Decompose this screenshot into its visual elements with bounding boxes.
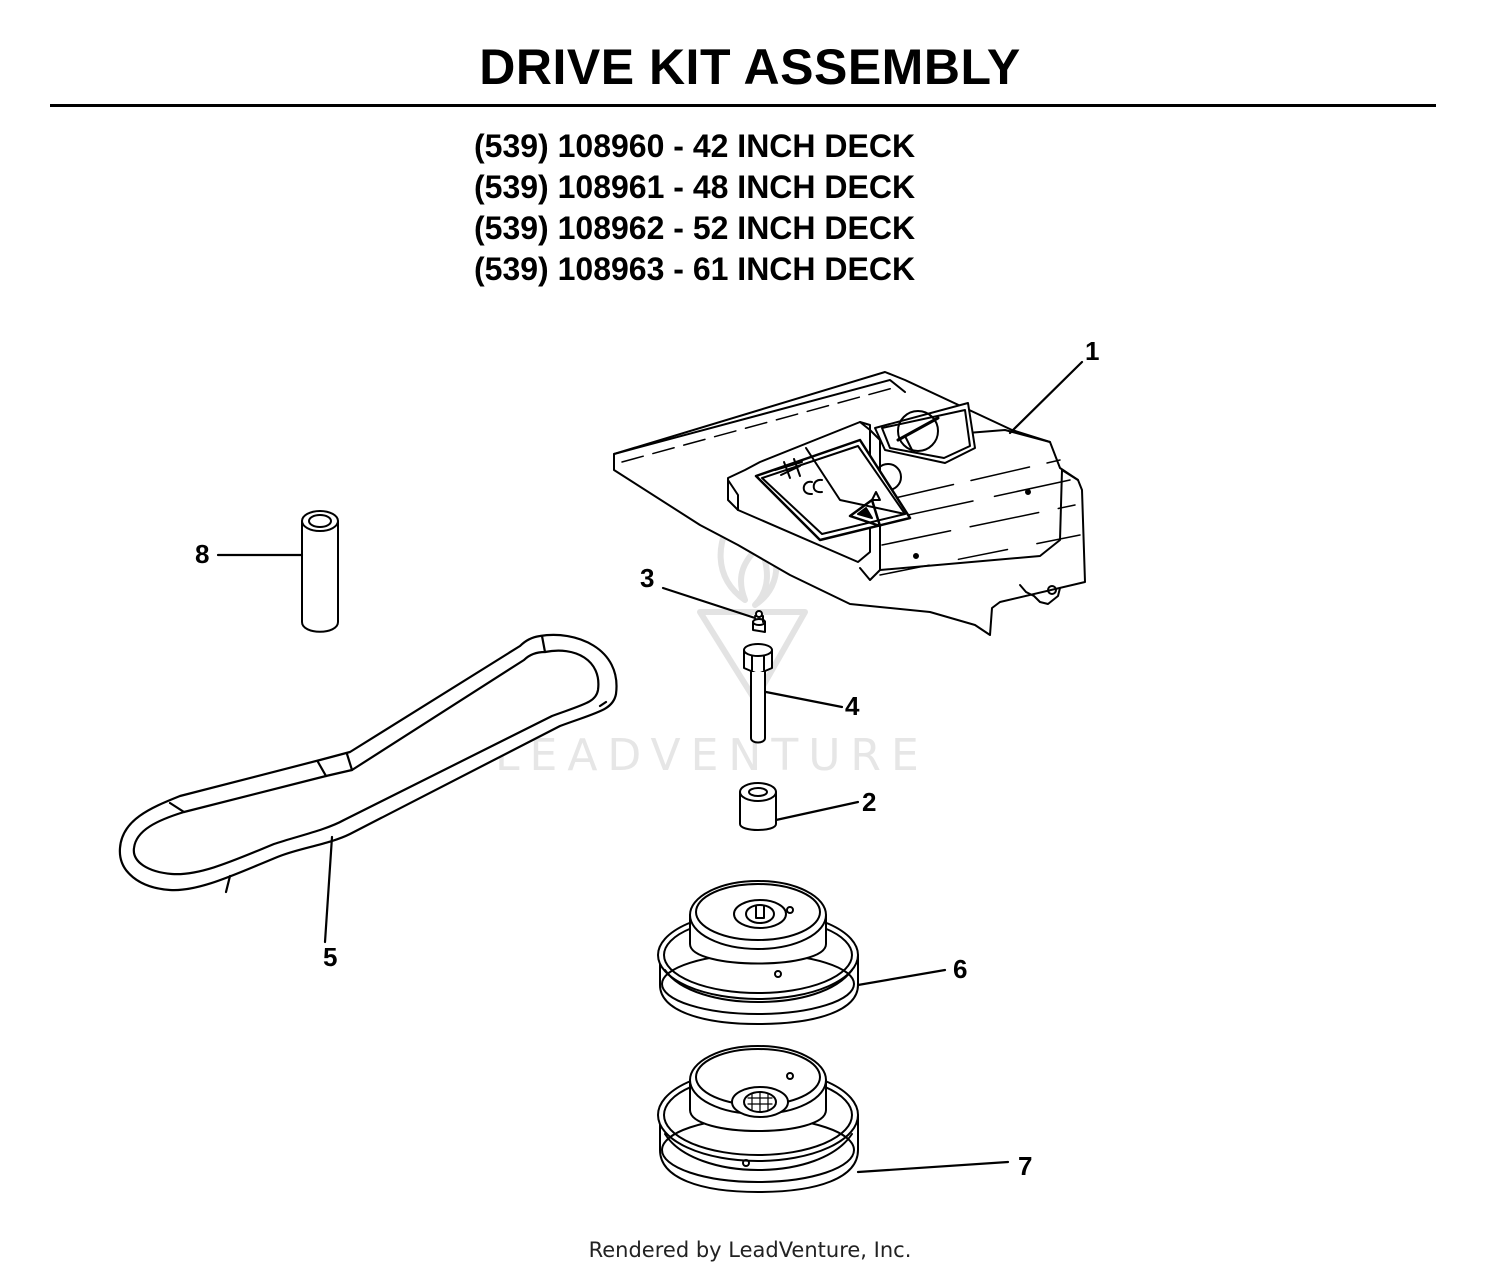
part-4-hex-bolt[interactable] — [743, 643, 773, 744]
part-2-spacer-bushing[interactable] — [739, 782, 777, 831]
part-6-idler-pulley[interactable] — [657, 880, 859, 1025]
model-list: (539) 108960 - 42 INCH DECK (539) 108961… — [474, 126, 994, 290]
decal-warning-icon — [774, 461, 803, 471]
callout-8: 8 — [195, 539, 209, 569]
callout-4: 4 — [845, 691, 860, 721]
part-5-v-belt[interactable] — [118, 633, 618, 894]
callouts: 1 2 3 4 5 6 7 8 — [195, 336, 1099, 1181]
part-1-belt-cover[interactable] — [613, 371, 1086, 636]
watermark-text: LEADVENTURE — [495, 730, 929, 781]
title-rule — [50, 104, 1436, 107]
callout-2: 2 — [862, 787, 876, 817]
callout-7: 7 — [1018, 1151, 1032, 1181]
callout-5: 5 — [323, 942, 337, 972]
leader-line-5 — [323, 835, 334, 944]
leader-line-7 — [856, 1160, 1010, 1174]
callout-3: 3 — [640, 563, 654, 593]
decal-logo-icon — [897, 410, 939, 452]
leader-line-2 — [774, 800, 860, 822]
model-line: (539) 108963 - 61 INCH DECK — [474, 251, 916, 287]
part-7-idler-pulley[interactable] — [657, 1045, 859, 1193]
leader-line-1 — [1008, 360, 1084, 435]
callout-1: 1 — [1085, 336, 1099, 366]
leader-line-3 — [661, 586, 757, 620]
render-credit: Rendered by LeadVenture, Inc. — [588, 1238, 912, 1262]
part-3-grease-fitting[interactable] — [752, 610, 766, 633]
diagram-title: DRIVE KIT ASSEMBLY — [479, 39, 1021, 95]
leader-line-6 — [856, 968, 947, 987]
model-line: (539) 108960 - 42 INCH DECK — [474, 128, 916, 164]
leader-lines — [216, 360, 1084, 1174]
part-8-spacer-tube[interactable] — [301, 510, 339, 633]
model-line: (539) 108961 - 48 INCH DECK — [474, 169, 916, 205]
leader-line-4 — [764, 690, 844, 709]
model-line: (539) 108962 - 52 INCH DECK — [474, 210, 916, 246]
watermark: LEADVENTURE — [495, 497, 929, 781]
callout-6: 6 — [953, 954, 967, 984]
